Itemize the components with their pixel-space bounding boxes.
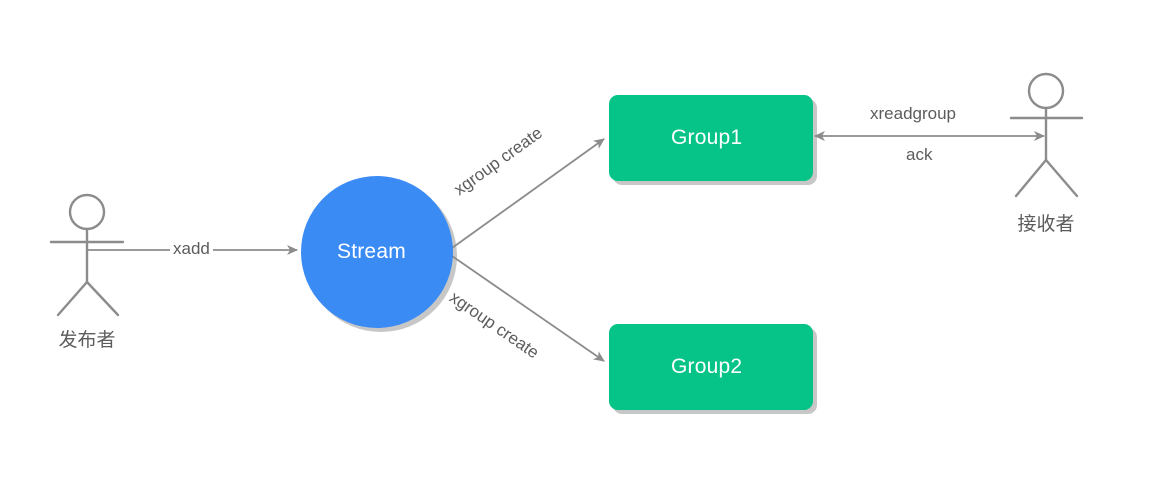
group1-node[interactable] xyxy=(609,95,813,181)
receiver-leg-left-line xyxy=(1014,158,1048,198)
publisher-actor-label: 发布者 xyxy=(58,330,116,351)
publisher-head-icon xyxy=(68,193,106,231)
receiver-actor-label: 接收者 xyxy=(1017,214,1075,235)
publisher-leg-right-line xyxy=(85,280,120,317)
publisher-leg-left-line xyxy=(56,280,89,317)
edge-label-xreadgroup: xreadgroup xyxy=(867,104,960,124)
receiver-leg-right-line xyxy=(1044,158,1079,198)
group2-node[interactable] xyxy=(609,324,813,410)
stream-node[interactable] xyxy=(301,176,453,328)
publisher-actor-figure[interactable] xyxy=(49,193,125,317)
edge-label-xadd: xadd xyxy=(170,239,213,259)
edge-stream-to-group2[interactable] xyxy=(451,255,605,362)
edge-label-ack: ack xyxy=(903,145,936,165)
edge-stream-to-group1[interactable] xyxy=(451,138,605,249)
receiver-head-icon xyxy=(1027,72,1065,110)
receiver-actor-figure[interactable] xyxy=(1009,72,1084,198)
